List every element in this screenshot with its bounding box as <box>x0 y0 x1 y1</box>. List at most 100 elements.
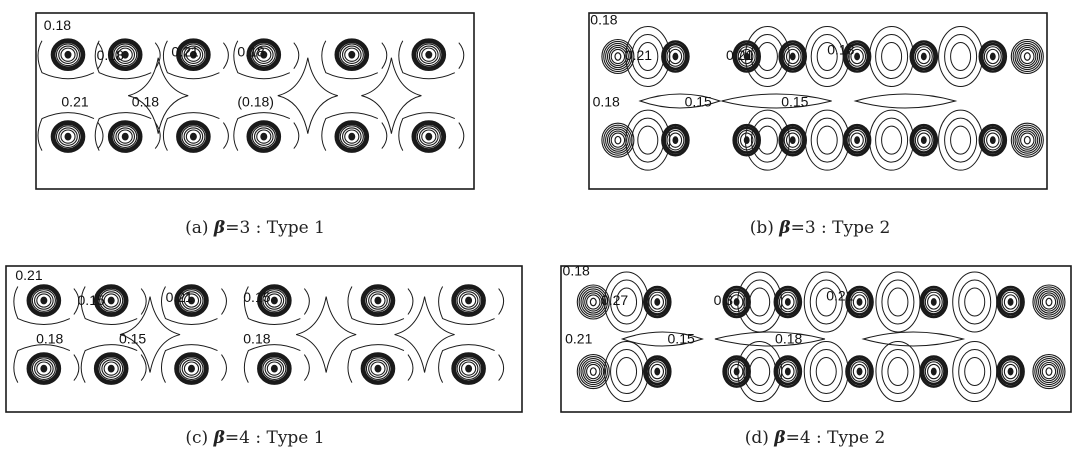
node-top-5-ring <box>418 45 439 64</box>
node-top-2-ring <box>739 48 754 65</box>
node-top-6-ring <box>978 40 1008 73</box>
node-top-1-ring <box>668 48 683 65</box>
node-bottom-1-ring <box>96 354 127 383</box>
node-bottom-2-ring <box>181 359 202 378</box>
node-bottom-2-ring <box>185 129 201 144</box>
contour-label: 0.18 <box>36 330 63 346</box>
node-top-5-ring <box>917 48 931 65</box>
node-bottom-5 <box>909 123 939 157</box>
node-top-0-ring <box>578 286 608 318</box>
node-bottom-4-ring <box>339 125 364 148</box>
node-bottom-0-ring <box>610 132 626 148</box>
node-top-5-core <box>425 50 433 59</box>
contour-lobe <box>160 344 218 383</box>
node-top-5-core <box>920 52 927 61</box>
node-bottom-7-ring <box>1012 124 1042 156</box>
node-top-0-ring <box>610 48 626 65</box>
node-top-1-ring <box>648 291 667 313</box>
contour-arc <box>73 354 80 381</box>
node-bottom-2 <box>732 123 761 157</box>
node-top-3 <box>257 284 292 317</box>
loop-contour <box>952 271 998 333</box>
loop-contour <box>637 125 659 155</box>
loop-contour <box>750 117 784 163</box>
node-top-6-ring <box>983 46 1002 67</box>
node-bottom-5 <box>451 352 486 385</box>
cross-contour <box>128 57 189 134</box>
node-bottom-4-ring <box>847 357 872 386</box>
node-bottom-7 <box>1010 122 1044 158</box>
node-top-7-ring <box>1018 46 1037 67</box>
loop-contour <box>631 117 665 163</box>
contour-arc <box>221 354 227 381</box>
caption-d: (d) β=4 : Type 2 <box>565 428 1065 448</box>
caption-b: (b) β=3 : Type 2 <box>570 218 1070 238</box>
node-bottom-1-ring <box>103 361 119 376</box>
contour-arc <box>97 42 104 70</box>
node-bottom-5-ring <box>411 120 447 153</box>
node-bottom-0-ring <box>50 120 86 153</box>
contour-label: 0.18 <box>243 330 270 346</box>
node-bottom-0-ring <box>578 355 608 388</box>
node-top-4 <box>845 285 874 319</box>
node-bottom-0 <box>601 122 635 158</box>
node-top-0-ring <box>584 292 603 312</box>
node-bottom-5-ring <box>909 123 939 157</box>
contour-lobe <box>233 112 291 151</box>
node-bottom-0-ring <box>608 130 627 150</box>
node-bottom-0-ring <box>582 359 605 384</box>
node-bottom-7-ring <box>1036 357 1062 386</box>
node-top-2-ring <box>183 45 204 64</box>
node-top-1-core <box>121 50 129 59</box>
loop-contour <box>625 109 671 171</box>
node-bottom-4 <box>334 120 370 153</box>
node-bottom-5-ring <box>413 122 444 151</box>
node-top-5-ring <box>421 47 437 62</box>
lens-contour <box>638 93 722 109</box>
loop-contour <box>869 109 915 171</box>
node-top-4-ring <box>365 289 391 312</box>
caption-b-beta: β <box>779 218 791 238</box>
node-top-0 <box>50 38 86 72</box>
contour-lobe <box>37 40 95 80</box>
node-bottom-2-core <box>733 367 740 376</box>
node-top-0-ring <box>28 286 59 315</box>
node-bottom-0-ring <box>31 357 56 380</box>
node-bottom-5-ring <box>461 361 477 376</box>
node-bottom-0-ring <box>36 361 52 376</box>
node-top-5-ring <box>909 40 939 73</box>
node-top-4-ring <box>341 45 362 64</box>
node-bottom-1-ring <box>117 129 133 144</box>
node-bottom-1 <box>107 120 143 153</box>
node-bottom-5-ring <box>456 357 481 380</box>
contour-arc <box>140 288 147 315</box>
node-top-0-ring <box>582 290 605 314</box>
node-top-4-ring <box>339 43 364 67</box>
node-bottom-6-ring <box>996 355 1025 388</box>
node-bottom-2-ring <box>734 126 759 154</box>
contour-label: (0.18) <box>237 93 274 109</box>
node-top-7-ring <box>1012 40 1042 73</box>
node-bottom-5-ring <box>451 352 486 385</box>
node-bottom-1-ring <box>663 126 688 154</box>
loop-contour <box>810 117 844 163</box>
node-top-7-ring <box>1038 290 1060 314</box>
node-bottom-3-ring <box>781 363 795 380</box>
node-bottom-3-ring <box>780 126 805 154</box>
contour-lobe <box>162 112 220 151</box>
contour-lobe <box>80 344 138 383</box>
contour-arc <box>293 122 300 149</box>
node-top-0-ring <box>52 40 84 69</box>
loop-contour <box>881 125 903 155</box>
contour-label: 0.18 <box>132 93 159 109</box>
contour-lobe <box>160 286 218 326</box>
contour-lobe <box>13 344 71 383</box>
node-top-6-ring <box>980 42 1005 71</box>
loop-contour <box>950 42 972 71</box>
node-bottom-1-ring <box>668 132 683 148</box>
node-bottom-3-ring <box>783 129 802 151</box>
lens-contour <box>853 93 958 109</box>
node-bottom-2-core <box>187 364 195 373</box>
node-bottom-3-ring <box>264 359 285 378</box>
node-bottom-7 <box>1032 354 1066 390</box>
